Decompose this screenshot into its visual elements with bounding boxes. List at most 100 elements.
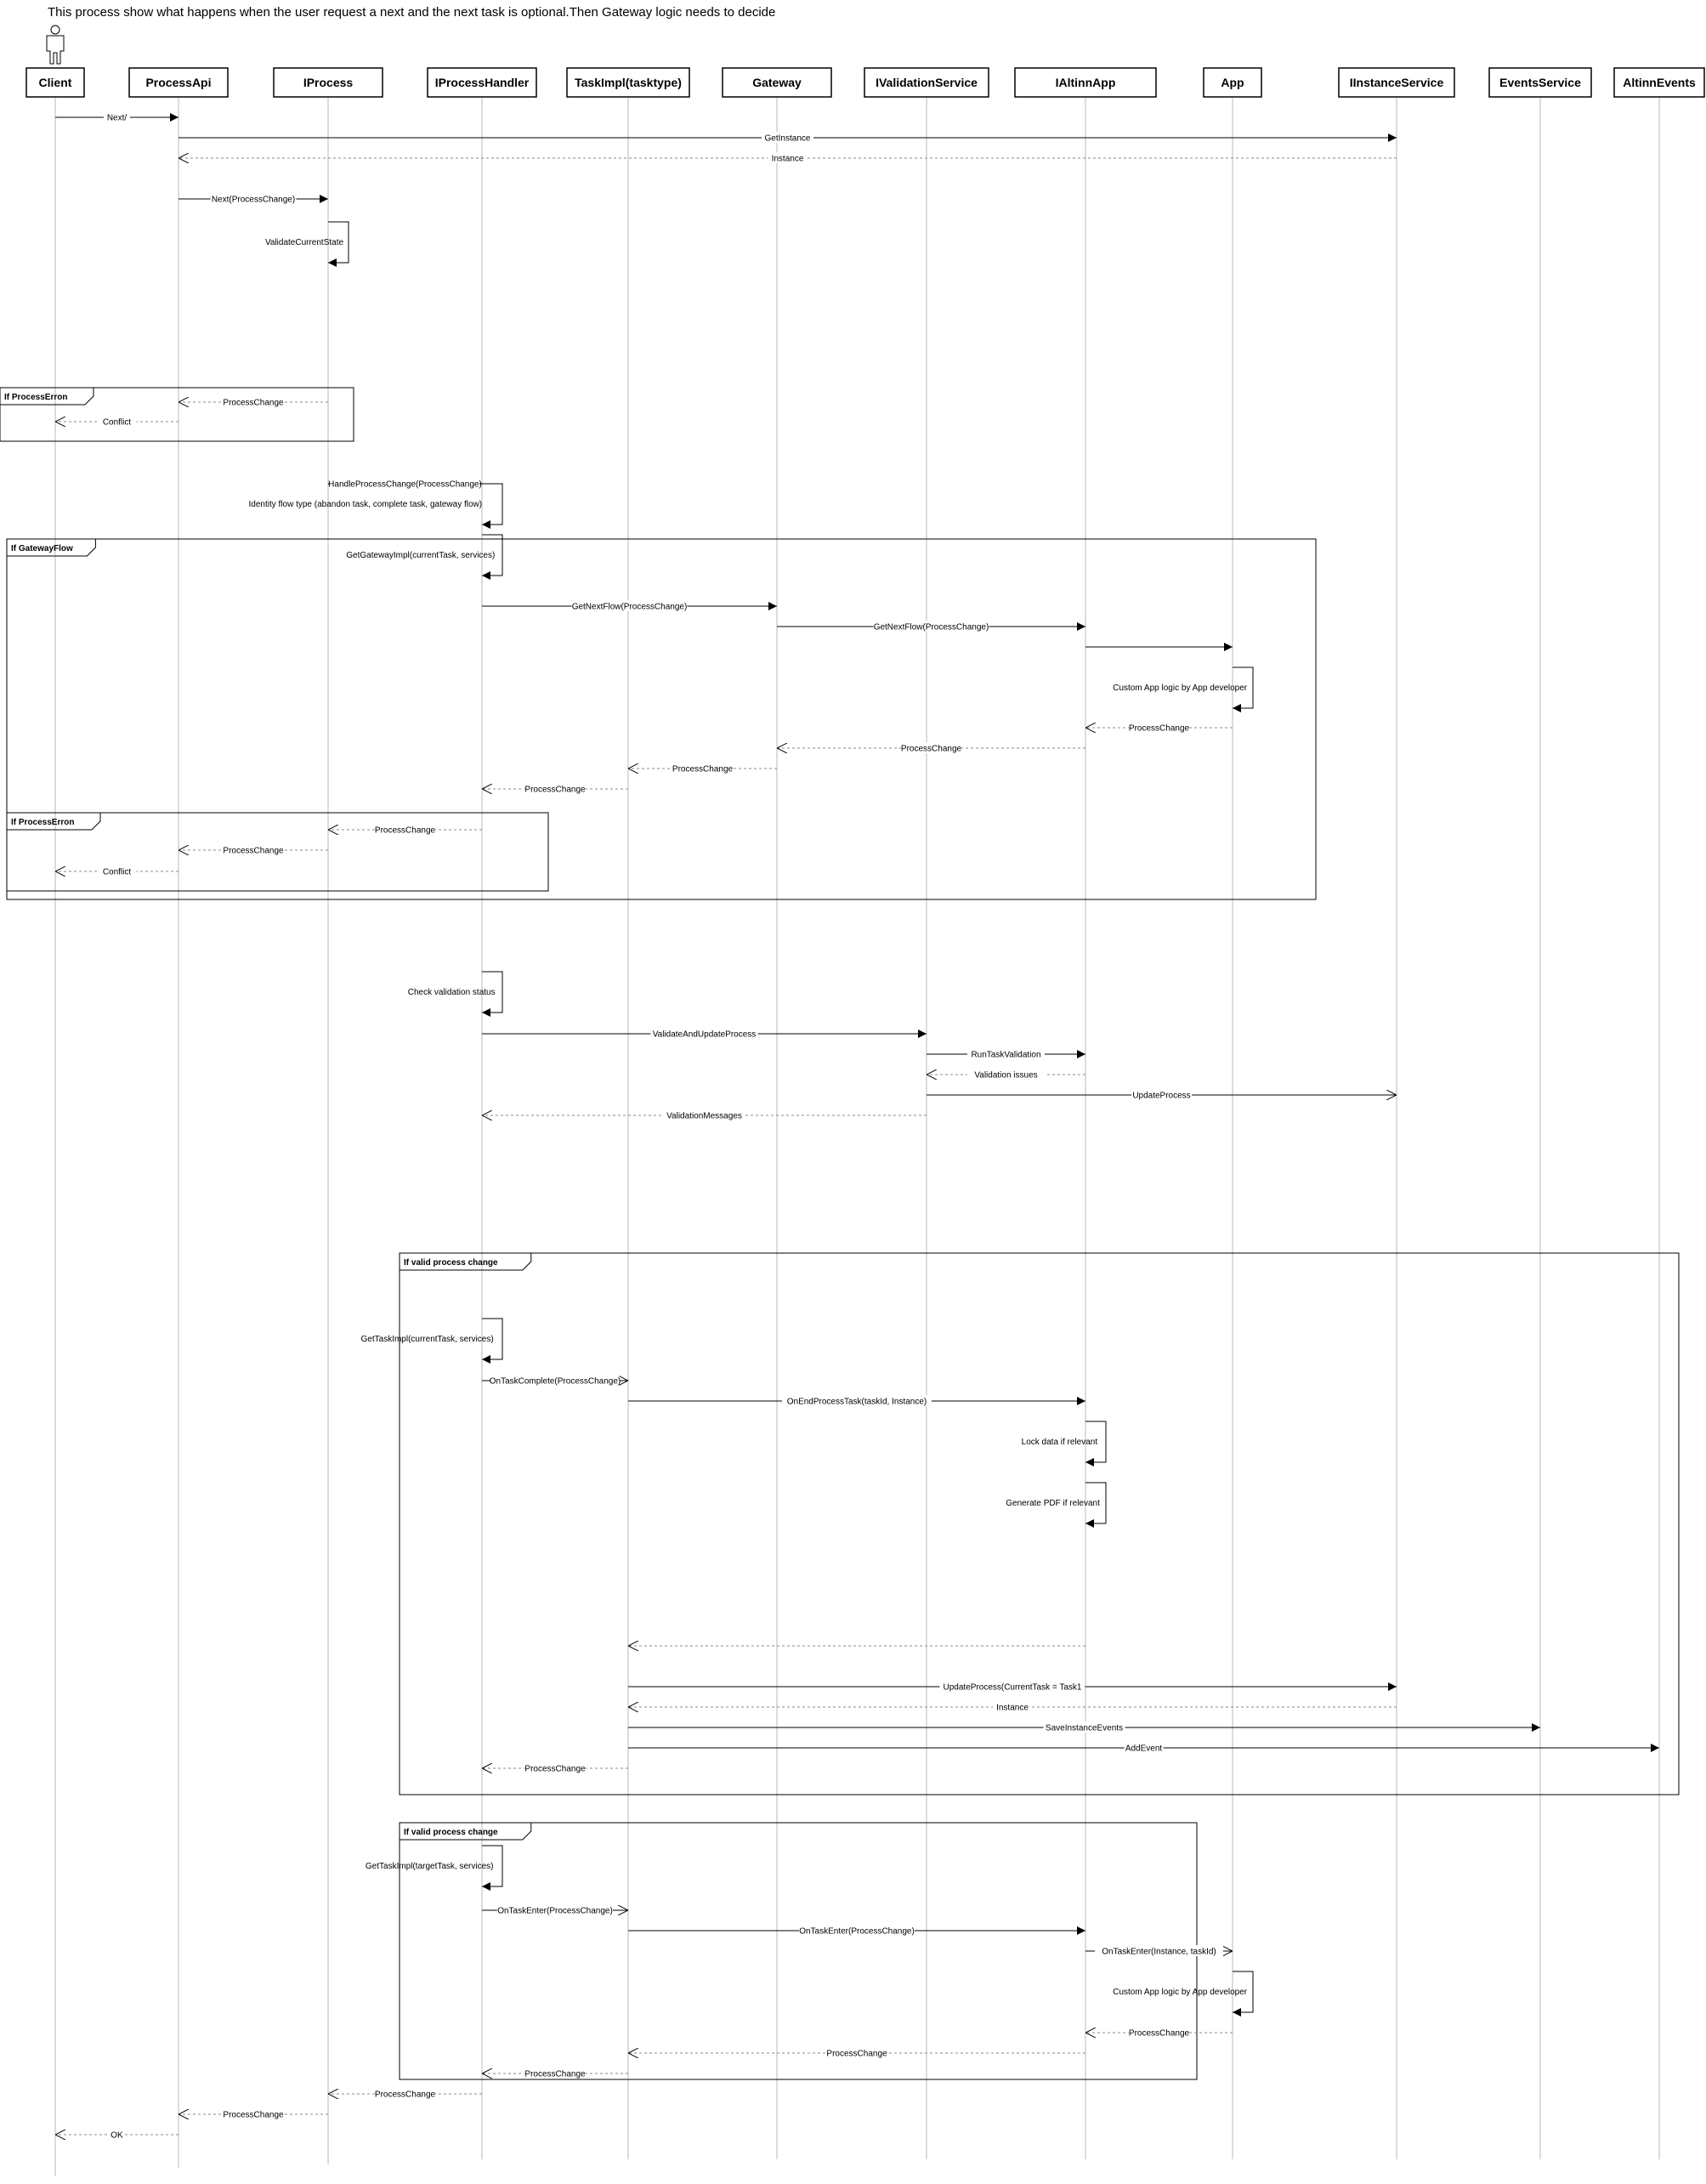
message-label: ValidateCurrentState xyxy=(265,238,344,247)
participant-label: ProcessApi xyxy=(145,76,211,89)
message-label: Identity flow type (abandon task, comple… xyxy=(249,500,483,509)
message: ProcessChange xyxy=(1085,722,1233,734)
message: OnEndProcessTask(taskId, Instance) xyxy=(628,1395,1085,1407)
participant-taskimpl: TaskImpl(tasktype) xyxy=(566,67,690,98)
message-label: SaveInstanceEvents xyxy=(1046,1724,1123,1733)
message: OnTaskEnter(ProcessChange) xyxy=(482,1904,628,1916)
message-label: Instance xyxy=(996,1704,1029,1713)
message: Custom App logic by App developer xyxy=(1113,1971,1254,2017)
message-label: ValidateAndUpdateProcess xyxy=(653,1030,757,1040)
participant-label: App xyxy=(1221,76,1244,89)
message-label: GetTaskImpl(currentTask, services) xyxy=(361,1335,494,1344)
message: GetTaskImpl(currentTask, services) xyxy=(361,1318,503,1364)
message-label: GetNextFlow(ProcessChange) xyxy=(874,623,989,633)
message: UpdateProcess xyxy=(927,1089,1397,1101)
message: GetGatewayImpl(currentTask, services) xyxy=(346,534,503,580)
message-label: Validation issues xyxy=(974,1071,1037,1081)
fragment-label: If valid process change xyxy=(404,1258,498,1268)
message: SaveInstanceEvents xyxy=(628,1722,1540,1733)
message-label: ProcessChange xyxy=(524,786,586,795)
message-label: ProcessChange xyxy=(524,2070,586,2079)
participant-label: IProcessHandler xyxy=(435,76,530,89)
message-label: UpdateProcess(CurrentTask = Task1 xyxy=(944,1683,1082,1693)
fragment-frame: If valid process change xyxy=(399,1822,1198,2080)
message: Generate PDF if relevant xyxy=(1006,1482,1107,1528)
fragment-label: If valid process change xyxy=(404,1828,498,1837)
message-label: ProcessChange xyxy=(223,2111,284,2120)
message: ProcessChange xyxy=(482,2068,628,2079)
person-stick-figure-icon xyxy=(46,25,65,65)
message-label: ProcessChange xyxy=(826,2050,887,2059)
message: ProcessChange xyxy=(482,783,628,795)
message-label: ProcessChange xyxy=(375,2090,436,2100)
participant-label: EventsService xyxy=(1499,76,1581,89)
message: ProcessChange xyxy=(328,824,482,836)
message: Lock data if relevant xyxy=(1022,1421,1107,1466)
message: RunTaskValidation xyxy=(927,1048,1085,1060)
fragment-frame: If ProcessErron xyxy=(6,812,549,892)
participant-iprocesshandler: IProcessHandler xyxy=(427,67,537,98)
message-label: Next/ xyxy=(107,114,128,123)
message: GetInstance xyxy=(179,132,1397,144)
message-label: Check validation status xyxy=(408,988,496,997)
participant-ivalidationservice: IValidationService xyxy=(864,67,989,98)
participant-iinstanceservice: IInstanceService xyxy=(1338,67,1455,98)
message-label: HandleProcessChange(ProcessChange) xyxy=(328,480,482,490)
message-label: AddEvent xyxy=(1125,1744,1163,1754)
message: GetNextFlow(ProcessChange) xyxy=(482,600,777,612)
message: Custom App logic by App developer xyxy=(1113,667,1254,712)
message: AddEvent xyxy=(628,1742,1659,1754)
message: Instance xyxy=(628,1701,1397,1713)
participant-label: Client xyxy=(39,76,72,89)
message-label: Generate PDF if relevant xyxy=(1006,1499,1100,1508)
message-label: Custom App logic by App developer xyxy=(1113,1988,1248,1997)
message: ProcessChange xyxy=(1085,2027,1233,2039)
message-label: ProcessChange xyxy=(223,399,284,408)
fragment-label: If ProcessErron xyxy=(11,818,74,827)
message-label: ProcessChange xyxy=(901,745,962,754)
message: ValidateAndUpdateProcess xyxy=(482,1028,927,1040)
message-label: GetInstance xyxy=(765,134,811,144)
message-label: Lock data if relevant xyxy=(1022,1438,1098,1447)
message: Validation issues xyxy=(927,1069,1085,1081)
message: ProcessChange xyxy=(777,742,1085,754)
message: ValidateCurrentState xyxy=(265,221,349,267)
message-label: OnTaskEnter(ProcessChange) xyxy=(799,1927,915,1937)
participant-label: TaskImpl(tasktype) xyxy=(575,76,682,89)
message: ProcessChange xyxy=(328,2088,482,2100)
message: OnTaskEnter(ProcessChange) xyxy=(628,1925,1085,1937)
fragment-frame: If valid process change xyxy=(399,1252,1680,1795)
message: ProcessChange xyxy=(628,2047,1085,2059)
fragment-frame: If ProcessErron xyxy=(0,387,354,442)
participant-ialtinnapp: IAltinnApp xyxy=(1014,67,1157,98)
message: ProcessChange xyxy=(482,1762,628,1774)
message-label: ProcessChange xyxy=(1129,724,1190,734)
message: GetNextFlow(ProcessChange) xyxy=(777,621,1085,633)
participant-label: IAltinnApp xyxy=(1056,76,1116,89)
participant-iprocess: IProcess xyxy=(273,67,383,98)
message: GetTaskImpl(targetTask, services) xyxy=(366,1845,503,1891)
message: Next(ProcessChange) xyxy=(179,193,328,205)
message: Next/ xyxy=(55,111,179,123)
message: ProcessChange xyxy=(628,763,777,774)
fragment-frame: If GatewayFlow xyxy=(6,538,1317,900)
message-label: GetNextFlow(ProcessChange) xyxy=(572,603,688,612)
message: Identity flow type (abandon task, comple… xyxy=(249,483,503,529)
message: ValidationMessages xyxy=(482,1109,927,1121)
participant-label: Gateway xyxy=(752,76,802,89)
message-label: Instance xyxy=(772,155,804,164)
participant-label: AltinnEvents xyxy=(1623,76,1696,89)
message-label: ProcessChange xyxy=(375,826,436,836)
message: HandleProcessChange(ProcessChange) xyxy=(328,478,482,490)
message-label: Next(ProcessChange) xyxy=(212,196,295,205)
fragment-label: If GatewayFlow xyxy=(11,544,73,553)
message-label: ProcessChange xyxy=(223,847,284,856)
message-label: Conflict xyxy=(103,868,132,877)
participant-processapi: ProcessApi xyxy=(128,67,229,98)
message: OnTaskComplete(ProcessChange) xyxy=(482,1375,628,1387)
message-label: ProcessChange xyxy=(524,1765,586,1774)
message-label: Custom App logic by App developer xyxy=(1113,684,1248,693)
participant-app: App xyxy=(1203,67,1262,98)
participant-label: IValidationService xyxy=(876,76,978,89)
message-label: ProcessChange xyxy=(672,765,734,774)
